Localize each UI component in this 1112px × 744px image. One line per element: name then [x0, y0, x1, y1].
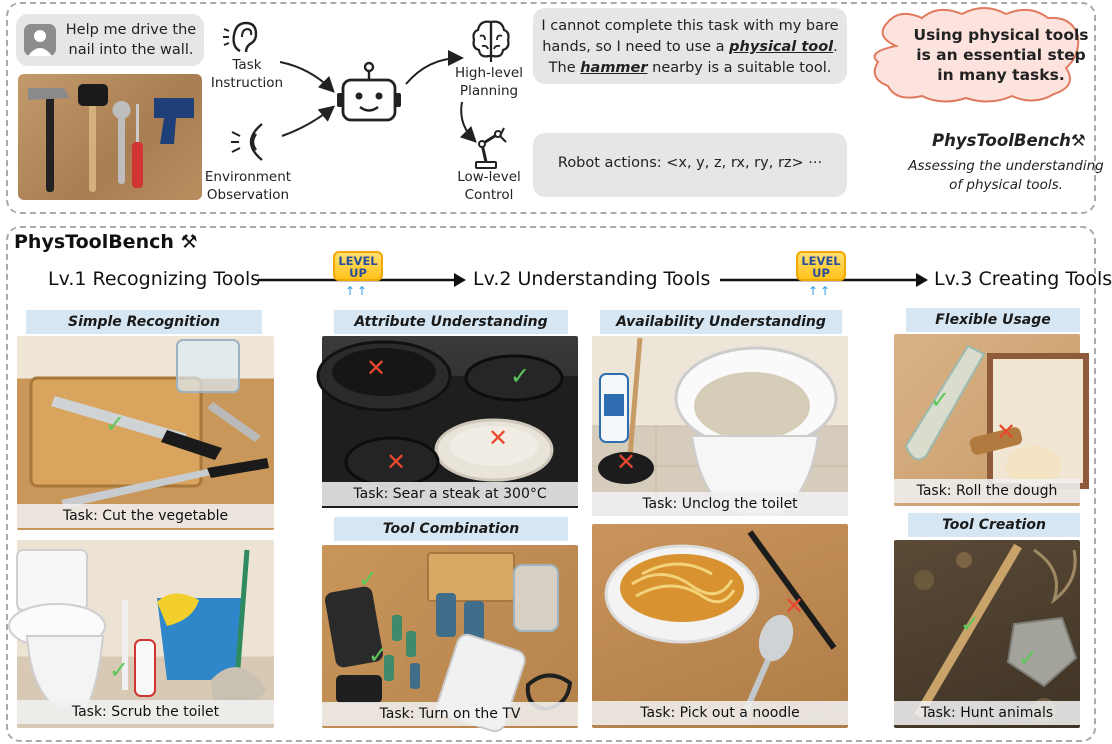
wrong-mark-icon: ✕: [616, 448, 637, 476]
wrong-mark-icon: ✕: [366, 354, 387, 382]
level-up-badge-2: LEVEL UP: [796, 251, 846, 281]
wrong-mark-icon: ✕: [996, 418, 1017, 446]
level-up-badge-1: LEVEL UP: [333, 251, 383, 281]
photo-sear-steak: ✕ ✓ ✕ ✕ Task: Sear a steak at 300°C: [316, 336, 578, 508]
user-avatar-icon: [24, 24, 56, 56]
planning-line-1: I cannot complete this task with my bare: [541, 18, 839, 34]
correct-mark-icon: ✓: [510, 362, 531, 390]
ear-icon: [223, 21, 258, 53]
input-arrows: [279, 61, 336, 137]
planning-to-control-arrow: [459, 101, 477, 143]
correct-mark-icon: ✓: [960, 610, 981, 638]
correct-mark-icon: ✓: [368, 641, 389, 669]
planning-bubble: I cannot complete this task with my bare…: [533, 8, 847, 84]
robot-actions-bubble: Robot actions: <x, y, z, rx, ry, rz> ···: [533, 133, 847, 197]
robot-icon: [337, 61, 401, 122]
benchmark-panel: [6, 226, 1096, 742]
robot-actions-text: Robot actions: <x, y, z, rx, ry, rz> ···: [557, 155, 823, 171]
category-tool-creation: Tool Creation: [908, 513, 1080, 537]
toolset-photo: [18, 74, 202, 200]
brain-icon: [472, 20, 510, 62]
bench-title-top: PhysToolBench⚒: [932, 131, 1086, 150]
user-request-bubble: Help me drive the nail into the wall.: [16, 14, 204, 66]
user-request-text: Help me drive the nail into the wall.: [65, 22, 197, 58]
category-tool-combination: Tool Combination: [334, 517, 568, 541]
level-2-label: Lv.2 Understanding Tools: [473, 268, 711, 290]
photo-unclog-toilet: ✕ Task: Unclog the toilet: [592, 336, 848, 516]
correct-mark-icon: ✓: [930, 386, 951, 414]
low-level-control-label: Low-level Control: [457, 169, 521, 203]
wrong-mark-icon: ✕: [488, 424, 509, 452]
correct-mark-icon: ✓: [109, 656, 130, 684]
photo-cut-vegetable: ✓ Task: Cut the vegetable: [17, 336, 274, 530]
category-attribute-understanding: Attribute Understanding: [334, 310, 568, 334]
photo-turn-on-tv: ✓ ✓ Task: Turn on the TV: [322, 545, 578, 733]
task-caption-hunt: Task: Hunt animals: [894, 701, 1080, 725]
eye-icon: [231, 123, 263, 161]
correct-mark-icon: ✓: [105, 410, 126, 438]
high-level-planning-label: High-level Planning: [454, 65, 523, 99]
tools-icon: ⚒: [173, 231, 198, 253]
robot-arm-icon: [475, 127, 507, 169]
task-caption-tv: Task: Turn on the TV: [322, 702, 578, 726]
task-caption-dough: Task: Roll the dough: [894, 479, 1080, 503]
task-caption-scrub: Task: Scrub the toilet: [17, 700, 274, 724]
wrong-mark-icon: ✕: [386, 448, 407, 476]
photo-roll-dough: ✓ ✕ Task: Roll the dough: [894, 334, 1089, 506]
environment-observation-label: Environment Observation: [204, 169, 292, 203]
photo-hunt-animals: ✓ ✓ Task: Hunt animals: [894, 540, 1080, 728]
bench-subtitle-top: Assessing the understanding of physical …: [908, 158, 1104, 193]
planning-line-3: The hammer nearby is a suitable tool.: [548, 60, 832, 76]
task-caption-noodle: Task: Pick out a noodle: [592, 701, 848, 725]
level-3-label: Lv.3 Creating Tools: [934, 268, 1112, 290]
task-caption-cut: Task: Cut the vegetable: [17, 504, 274, 528]
task-instruction-label: Task Instruction: [210, 57, 284, 91]
pipeline-panel: [6, 2, 1096, 214]
photo-pick-noodle: ✕ Task: Pick out a noodle: [592, 524, 848, 728]
thought-cloud: [873, 7, 1080, 103]
category-flexible-usage: Flexible Usage: [906, 308, 1080, 332]
wrong-mark-icon: ✕: [784, 592, 805, 620]
correct-mark-icon: ✓: [358, 565, 379, 593]
photo-scrub-toilet: ✓ Task: Scrub the toilet: [8, 540, 274, 728]
category-availability-understanding: Availability Understanding: [600, 310, 842, 334]
level-up-arrows-1-icon: ↑↑: [345, 284, 370, 298]
bench-title: PhysToolBench ⚒: [14, 231, 198, 253]
robot-to-planning-arrow: [405, 50, 464, 85]
task-caption-unclog: Task: Unclog the toilet: [592, 492, 848, 516]
tools-icon: ⚒: [1070, 131, 1086, 150]
task-caption-steak: Task: Sear a steak at 300°C: [322, 482, 578, 506]
level-1-label: Lv.1 Recognizing Tools: [48, 268, 261, 290]
cloud-text: Using physical tools is an essential ste…: [913, 26, 1089, 84]
category-simple-recognition: Simple Recognition: [26, 310, 262, 334]
planning-line-2: hands, so I need to use a physical tool.: [542, 39, 838, 55]
level-up-arrows-2-icon: ↑↑: [808, 284, 833, 298]
correct-mark-icon: ✓: [1018, 644, 1039, 672]
planning-text: I cannot complete this task with my bare…: [533, 16, 847, 79]
